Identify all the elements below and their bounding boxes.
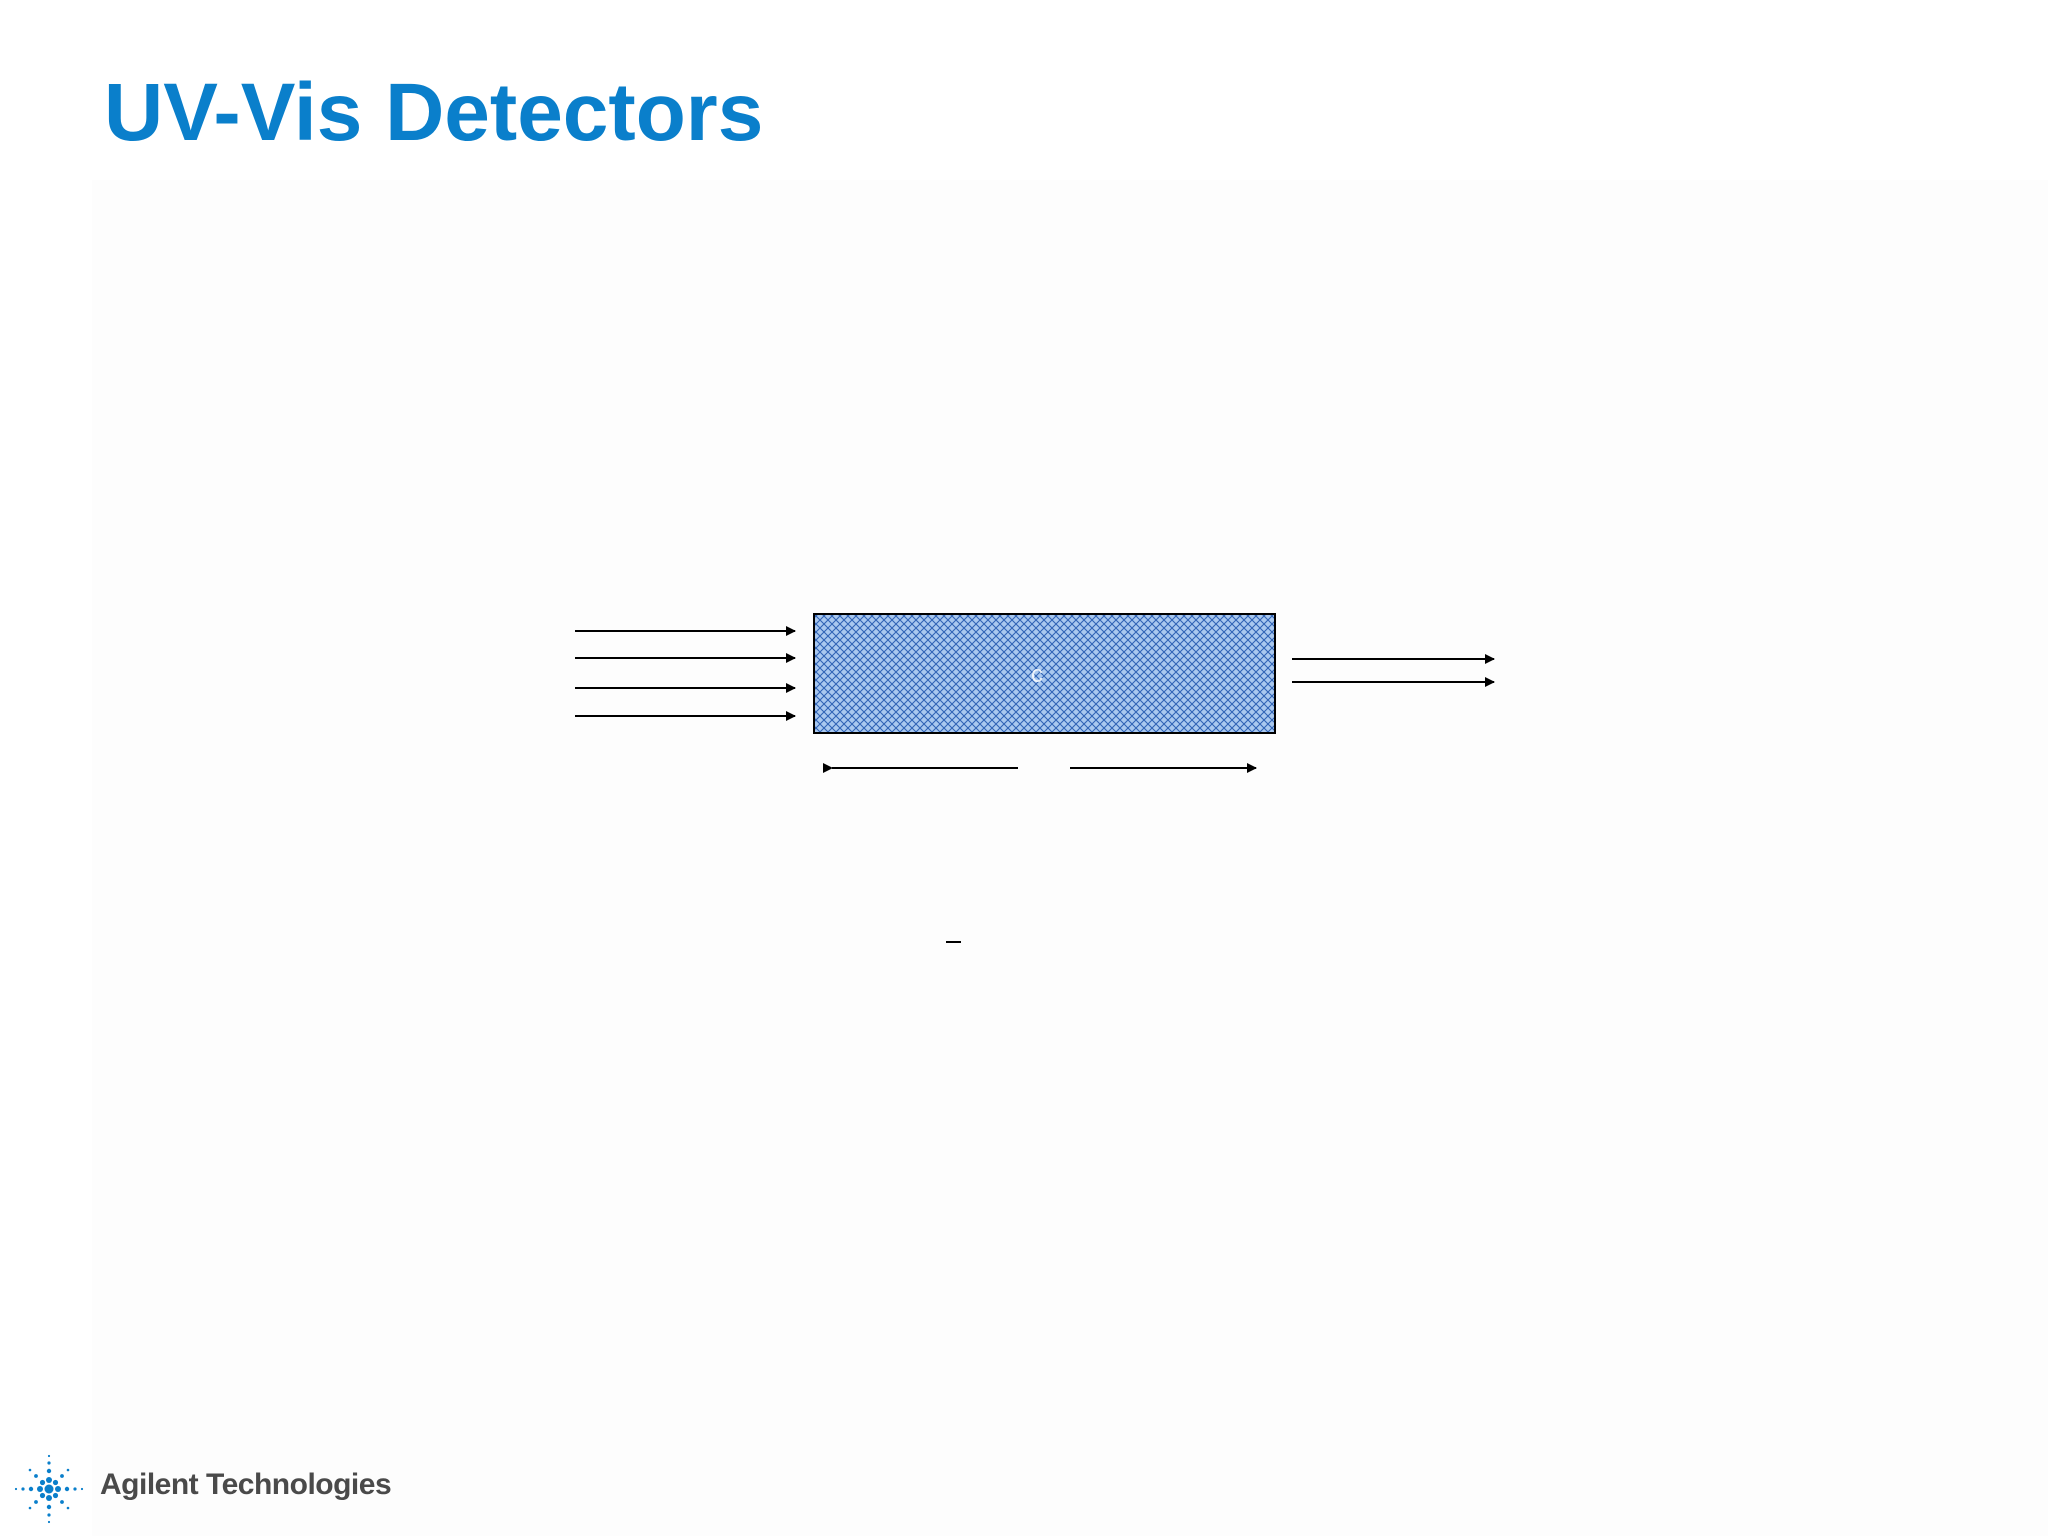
- slide-title: UV-Vis Detectors: [104, 67, 764, 158]
- agilent-logo-text: Agilent Technologies: [100, 1468, 392, 1501]
- concentration-label: c: [1031, 661, 1043, 688]
- sample-cell: [813, 613, 1276, 734]
- slide-panel: [92, 180, 2048, 1536]
- agilent-logo: Agilent Technologies: [10, 1450, 392, 1528]
- agilent-spark-icon: [14, 1454, 84, 1524]
- incident-light-beams: [575, 626, 796, 721]
- transmitted-light-beams: [1292, 654, 1495, 687]
